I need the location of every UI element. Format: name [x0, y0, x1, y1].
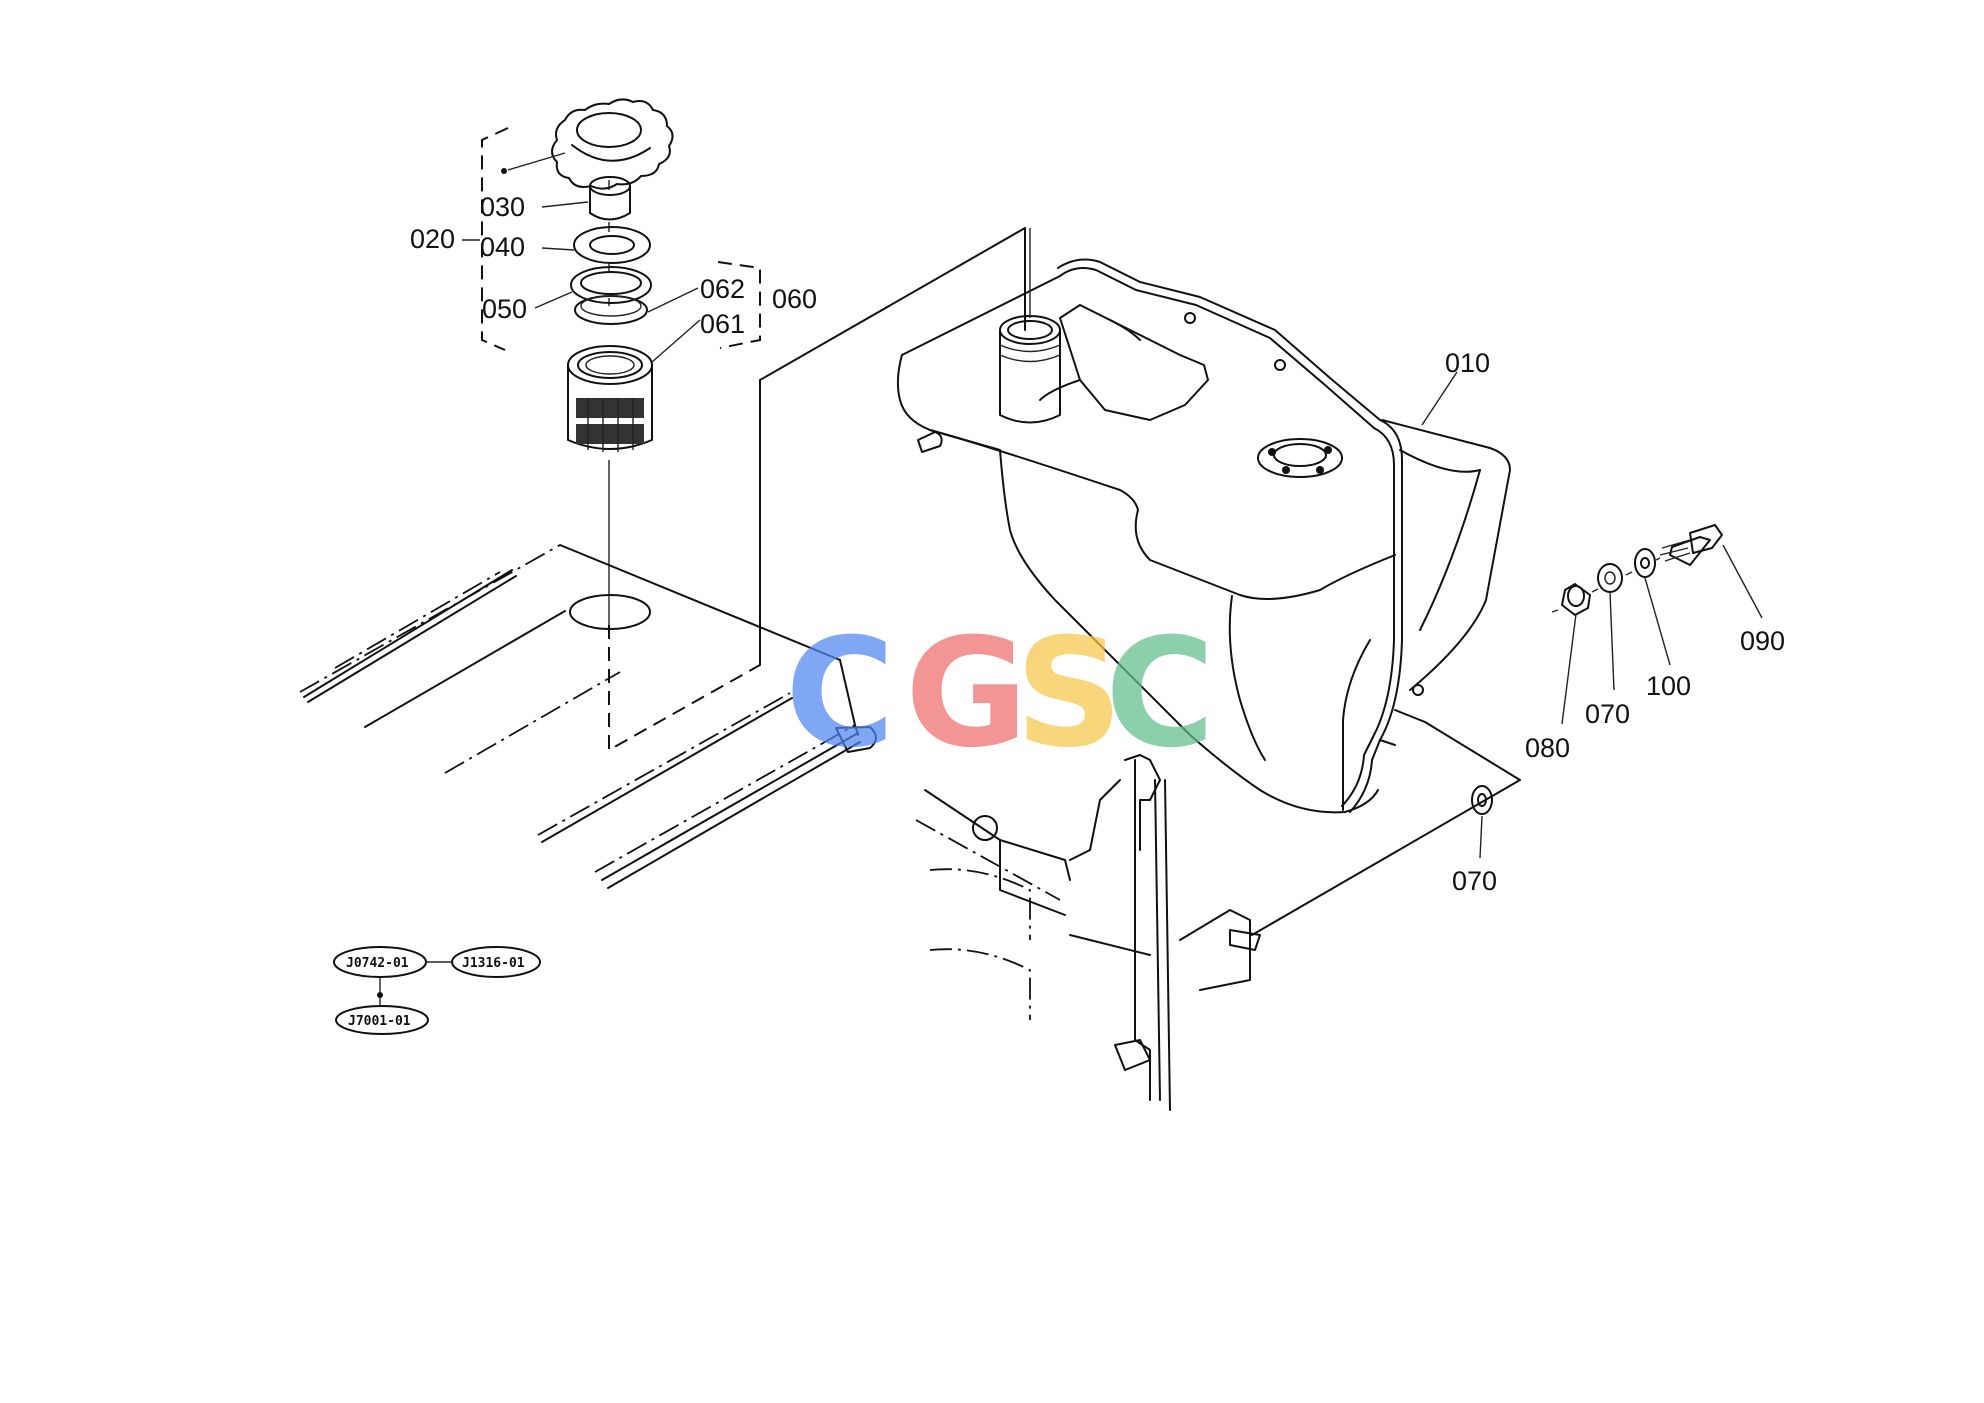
ref-j7001: J7001-01: [348, 1014, 411, 1029]
callout-061: 061: [700, 309, 745, 339]
watermark-letter: S: [1015, 607, 1123, 781]
watermark-letter: G: [905, 607, 1028, 781]
callout-060: 060: [772, 284, 817, 314]
callout-090: 090: [1740, 626, 1785, 656]
callout-080: 080: [1525, 733, 1570, 763]
callout-030: 030: [480, 192, 525, 222]
callout-062: 062: [700, 274, 745, 304]
watermark-letter: C: [1105, 607, 1215, 781]
callout-020: 020: [410, 224, 455, 254]
reference-links: J0742-01 J1316-01 J7001-01: [333, 946, 541, 1035]
fuel-tank: [896, 228, 1521, 814]
callout-070-lower: 070: [1452, 866, 1497, 896]
mounting-bracket: [915, 739, 1521, 1111]
callout-labels: 010 020 030 040 050 060 062 061 090 100 …: [410, 192, 1785, 896]
frame-platform: [299, 227, 1026, 889]
ref-j0742: J0742-01: [346, 956, 409, 971]
callout-010: 010: [1445, 348, 1490, 378]
ref-j1316: J1316-01: [462, 956, 525, 971]
callout-100: 100: [1646, 671, 1691, 701]
watermark-logo: C G S C: [785, 607, 1215, 781]
callout-040: 040: [480, 232, 525, 262]
callout-050: 050: [482, 294, 527, 324]
hardware: [1471, 524, 1763, 859]
callout-070-upper: 070: [1585, 699, 1630, 729]
watermark-letter: C: [785, 607, 895, 781]
fuel-cap-assembly: [481, 98, 761, 625]
